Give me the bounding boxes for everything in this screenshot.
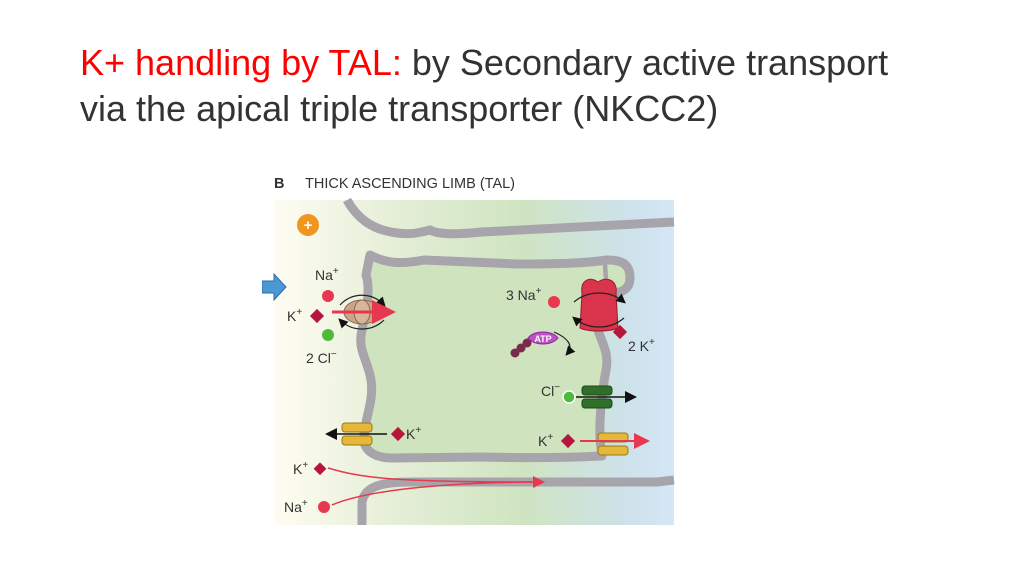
- atp-label: ATP: [534, 334, 551, 344]
- atp-arrow: [553, 331, 576, 356]
- na-pump-label: 3 Na+: [506, 286, 542, 303]
- lumen-positive-sign: +: [304, 217, 313, 234]
- cl-apical-label: 2 Cl−: [306, 349, 337, 366]
- k-apical-channel-label: K+: [406, 425, 421, 442]
- k-paracellular-label: K+: [293, 460, 308, 477]
- na-k-atpase-pump: [572, 278, 626, 332]
- k-paracellular-arrow: [327, 467, 533, 483]
- panel-title: THICK ASCENDING LIMB (TAL): [305, 176, 515, 192]
- na-ion-pump: [548, 296, 560, 308]
- cl-basolateral-label: Cl−: [541, 382, 560, 399]
- na-apical-label: Na+: [315, 266, 339, 283]
- na-ion-paracellular: [318, 501, 330, 513]
- k-ion-basolateral: [560, 433, 576, 449]
- k-channel-basolateral: [597, 432, 629, 456]
- k-ion-apical: [309, 308, 325, 324]
- title-line2: via the apical triple transporter (NKCC2…: [80, 88, 719, 129]
- nkcc2-transporter: [338, 294, 386, 330]
- lumen-arrow-icon: [262, 272, 287, 302]
- k-pump-label: 2 K+: [628, 337, 655, 354]
- slide-title: K+ handling by TAL: by Secondary active …: [80, 40, 980, 132]
- neighbor-cell-bottom: [357, 475, 675, 525]
- atp-molecule: ATP: [510, 331, 559, 358]
- tal-diagram: B THICK ASCENDING LIMB (TAL) + Na+ K+ 2 …: [262, 176, 675, 525]
- lumen-positive-marker: [297, 214, 319, 236]
- neighbor-cell-top: [343, 197, 675, 239]
- k-basolateral-label: K+: [538, 432, 553, 449]
- k-apical-label: K+: [287, 307, 302, 324]
- cl-ion-basolateral: [562, 390, 576, 404]
- cl-channel-basolateral: [581, 385, 613, 409]
- na-paracellular-label: Na+: [284, 498, 308, 515]
- panel-letter: B: [274, 176, 284, 192]
- title-highlight: K+ handling by TAL:: [80, 42, 402, 83]
- cl-ion-apical: [322, 329, 334, 341]
- na-paracellular-arrow: [331, 476, 545, 506]
- k-ion-apical-channel: [390, 426, 406, 442]
- k-ion-pump: [612, 324, 628, 340]
- title-rest: by Secondary active transport: [401, 42, 889, 83]
- k-channel-apical: [341, 422, 373, 446]
- na-ion-apical: [322, 290, 334, 302]
